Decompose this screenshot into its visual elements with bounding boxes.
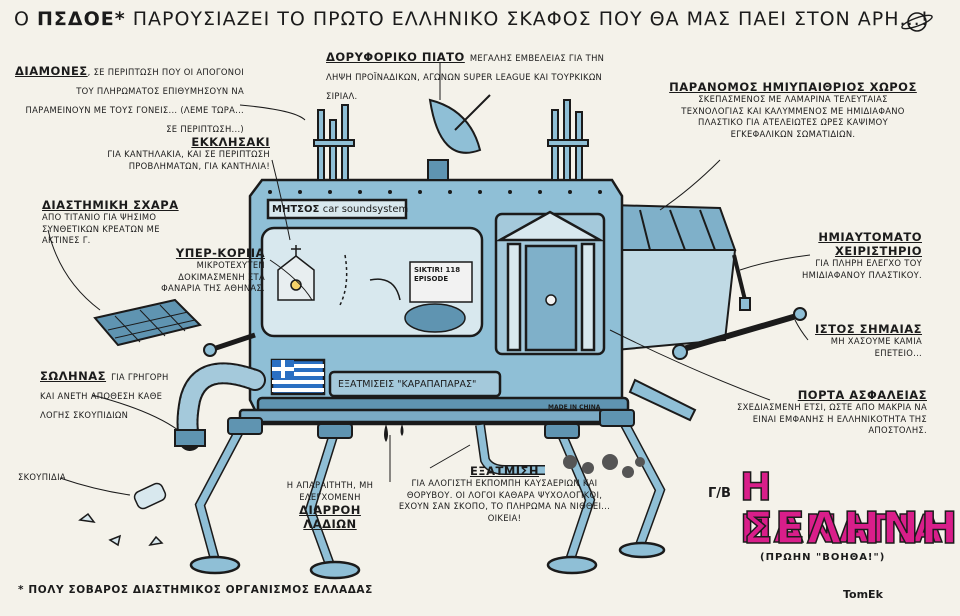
annotation-istos: ΙΣΤΟΣ ΣΗΜΑΙΑΣ ΜΗ ΧΑΣΟΥΜΕ ΚΑΜΙΑ ΕΠΕΤΕΙΟ..… <box>792 322 922 359</box>
oil-leak-drops <box>384 424 404 442</box>
interior-details <box>277 245 557 333</box>
annotation-xoros: ΠΑΡΑΝΟΜΟΣ ΗΜΙΥΠΑΙΘΡΙΟΣ ΧΩΡΟΣ ΣΚΕΠΑΣΜΕΝΟΣ… <box>668 80 918 140</box>
annotation-xoros-label: ΠΑΡΑΝΟΜΟΣ ΗΜΙΥΠΑΙΘΡΙΟΣ ΧΩΡΟΣ <box>669 80 917 94</box>
annotation-piato-label: ΔΟΡΥΦΟΡΙΚΟ ΠΙΑΤΟ <box>326 50 465 64</box>
annotation-istos-text: ΜΗ ΧΑΣΟΥΜΕ ΚΑΜΙΑ ΕΠΕΤΕΙΟ... <box>830 336 922 358</box>
waste-hose <box>174 362 266 451</box>
annotation-ekklisaki-text: ΓΙΑ ΚΑΝΤΗΛΑΚΙΑ, ΚΑΙ ΣΕ ΠΕΡΙΠΤΩΣΗ ΠΡΟΒΛΗΜ… <box>107 149 270 171</box>
annotation-diamones-label: ΔΙΑΜΟΝΕΣ <box>15 64 88 78</box>
annotation-diarroi: Η ΑΠΑΡΑΙΤΗΤΗ, ΜΗ ΕΛΕΓΧΟΜΕΝΗ ΔΙΑΡΡΟΗ ΛΑΔΙ… <box>275 480 385 531</box>
ship-name-line2: ΣΕΛΗΝΗ <box>742 503 960 554</box>
annotation-exatmisi-label: ΕΞΑΤΜΙΣΗ <box>469 464 540 478</box>
satellite-dish <box>427 94 491 181</box>
annotation-solinas-text: ΓΙΑ ΓΡΗΓΟΡΗ ΚΑΙ ΑΝΕΤΗ ΑΠΟΘΕΣΗ ΚΑΘΕ ΛΟΓΗΣ… <box>40 372 169 420</box>
ship-brand: ΜΗΤΣΟΣ <box>272 204 320 215</box>
greek-flag <box>270 358 326 396</box>
roof-pipes <box>313 99 589 181</box>
annotation-koriia: ΥΠΕΡ-ΚΟΡΙΙΑ ΜΙΚΡΟΤΕΧΥΤΕΝ ΔΟΚΙΜΑΣΜΕΝΗ ΣΤΑ… <box>155 246 265 295</box>
annotation-xoros-text: ΣΚΕΠΑΣΜΕΝΟΣ ΜΕ ΛΑΜΑΡΙΝΑ ΤΕΛΕΥΤΑΙΑΣ ΤΕΧΝΟ… <box>681 94 905 139</box>
annotation-sxara-label: ΔΙΑΣΤΗΜΙΚΗ ΣΧΑΡΑ <box>42 198 179 212</box>
annotation-ekklisaki: ΕΚΚΛΗΣΑΚΙ ΓΙΑ ΚΑΝΤΗΛΑΚΙΑ, ΚΑΙ ΣΕ ΠΕΡΙΠΤΩ… <box>60 135 270 172</box>
space-grill <box>93 298 256 357</box>
garbage <box>78 482 167 547</box>
ship-name-note: (ΠΡΩΗΝ "ΒΟΗΘΑ!") <box>760 552 886 563</box>
annotation-porta-text: ΣΧΕΔΙΑΣΜΕΝΗ ΕΤΣΙ, ΩΣΤΕ ΑΠΟ ΜΑΚΡΙΑ ΝΑ ΕΙΝ… <box>737 402 927 435</box>
ship-legs <box>189 412 666 580</box>
control-arm <box>732 254 751 311</box>
ship-soundsystem: car soundsystem <box>322 204 409 215</box>
annotation-koriia-label: ΥΠΕΡ-ΚΟΡΙΙΑ <box>175 246 265 260</box>
flag-mast <box>672 307 807 360</box>
annotation-porta-label: ΠΟΡΤΑ ΑΣΦΑΛΕΙΑΣ <box>797 388 927 402</box>
leg-mounts <box>227 409 635 439</box>
annotation-skoupidia-text: ΣΚΟΥΠΙΔΙΑ <box>18 472 66 482</box>
footnote: * ΠΟΛΥ ΣΟΒΑΡΟΣ ΔΙΑΣΤΗΜΙΚΟΣ ΟΡΓΑΝΙΣΜΟΣ ΕΛ… <box>18 584 373 596</box>
signature: TomEk <box>843 588 883 601</box>
title-rest: ΠΑΡΟΥΣΙΑΖΕΙ ΤΟ ΠΡΩΤΟ ΕΛΛΗΝΙΚΟ ΣΚΑΦΟΣ ΠΟΥ… <box>132 8 930 30</box>
annotation-diamones: ΔΙΑΜΟΝΕΣ, ΣΕ ΠΕΡΙΠΤΩΣΗ ΠΟΥ ΟΙ ΑΠΟΓΟΝΟΙ Τ… <box>12 60 244 136</box>
leader-lines <box>47 62 811 496</box>
annotation-porta: ΠΟΡΤΑ ΑΣΦΑΛΕΙΑΣ ΣΧΕΔΙΑΣΜΕΝΗ ΕΤΣΙ, ΩΣΤΕ Α… <box>735 388 927 437</box>
title-prefix: Ο <box>14 8 30 30</box>
annotation-piato: ΔΟΡΥΦΟΡΙΚΟ ΠΙΑΤΟ ΜΕΓΑΛΗΣ ΕΜΒΕΛΕΙΑΣ ΓΙΑ Τ… <box>326 46 626 103</box>
annotation-diamones-text: , ΣΕ ΠΕΡΙΠΤΩΣΗ ΠΟΥ ΟΙ ΑΠΟΓΟΝΟΙ ΤΟΥ ΠΛΗΡΩ… <box>25 67 244 134</box>
annotation-exatmisi: ΕΞΑΤΜΙΣΗ ΓΙΑ ΑΛΟΓΙΣΤΗ ΕΚΠΟΜΠΗ ΚΑΥΣΑΕΡΙΩΝ… <box>392 464 617 524</box>
ship-brand-plate: ΜΗΤΣΟΣ car soundsystem <box>272 204 408 215</box>
annotation-xeiristirio: ΗΜΙΑΥΤΟΜΑΤΟ ΧΕΙΡΙΣΤΗΡΙΟ ΓΙΑ ΠΛΗΡΗ ΕΛΕΓΧΟ… <box>762 230 922 281</box>
name-prefix: Γ/Β <box>708 486 731 501</box>
made-in-label: MADE IN CHINA <box>548 404 601 411</box>
annotation-xeiristirio-text: ΓΙΑ ΠΛΗΡΗ ΕΛΕΓΧΟ ΤΟΥ ΗΜΙΔΙΑΦΑΝΟΥ ΠΛΑΣΤΙΚ… <box>802 258 922 280</box>
awning <box>609 203 737 352</box>
door-cover <box>628 378 697 422</box>
annotation-solinas-label: ΣΩΛΗΝΑΣ <box>40 369 107 383</box>
annotation-sxara-text: ΑΠΟ ΤΙΤΑΝΙΟ ΓΙΑ ΨΗΣΙΜΟ ΣΥΝΘΕΤΙΚΩΝ ΚΡΕΑΤΩ… <box>42 212 160 245</box>
planet-icon <box>901 12 933 32</box>
annotation-diarroi-text: Η ΑΠΑΡΑΙΤΗΤΗ, ΜΗ ΕΛΕΓΧΟΜΕΝΗ <box>286 480 374 502</box>
annotation-piato-text: ΜΕΓΑΛΗΣ ΕΜΒΕΛΕΙΑΣ ΓΙΑ ΤΗΝ ΛΗΨΗ ΠΡΟΪΝΑΔΙΚ… <box>326 53 605 101</box>
annotation-solinas: ΣΩΛΗΝΑΣ ΓΙΑ ΓΡΗΓΟΡΗ ΚΑΙ ΑΝΕΤΗ ΑΠΟΘΕΣΗ ΚΑ… <box>40 365 170 422</box>
exhaust-label: ΕΞΑΤΜΙΣΕΙΣ "ΚΑΡΑΠΑΠΑΡΑΣ" <box>338 379 477 390</box>
exhaust-pipe <box>475 424 645 478</box>
annotation-diarroi-label: ΔΙΑΡΡΟΗ ΛΑΔΙΩΝ <box>299 503 361 531</box>
annotation-ekklisaki-label: ΕΚΚΛΗΣΑΚΙ <box>191 135 270 149</box>
annotation-skoupidia: ΣΚΟΥΠΙΔΙΑ <box>18 472 118 484</box>
annotation-exatmisi-text: ΓΙΑ ΑΛΟΓΙΣΤΗ ΕΚΠΟΜΠΗ ΚΑΥΣΑΕΡΙΩΝ ΚΑΙ ΘΟΡΥ… <box>398 478 611 523</box>
annotation-sxara: ΔΙΑΣΤΗΜΙΚΗ ΣΧΑΡΑ ΑΠΟ ΤΙΤΑΝΙΟ ΓΙΑ ΨΗΣΙΜΟ … <box>42 198 192 247</box>
annotation-koriia-text: ΜΙΚΡΟΤΕΧΥΤΕΝ ΔΟΚΙΜΑΣΜΕΝΗ ΣΤΑ ΦΑΝΑΡΙΑ ΤΗΣ… <box>161 260 265 293</box>
ship-name-line1: Η ΠΑΝΑΓΙΑ <box>739 465 945 551</box>
annotation-istos-label: ΙΣΤΟΣ ΣΗΜΑΙΑΣ <box>815 322 922 336</box>
annotation-xeiristirio-label: ΗΜΙΑΥΤΟΜΑΤΟ ΧΕΙΡΙΣΤΗΡΙΟ <box>818 230 922 258</box>
tv-screen-text: SIKTIR! 118 EPISODE <box>414 266 461 283</box>
title-org: ΠΣΔΟΕ* <box>37 8 126 30</box>
page-title: Ο ΠΣΔΟΕ* ΠΑΡΟΥΣΙΑΖΕΙ ΤΟ ΠΡΩΤΟ ΕΛΛΗΝΙΚΟ Σ… <box>14 8 928 30</box>
